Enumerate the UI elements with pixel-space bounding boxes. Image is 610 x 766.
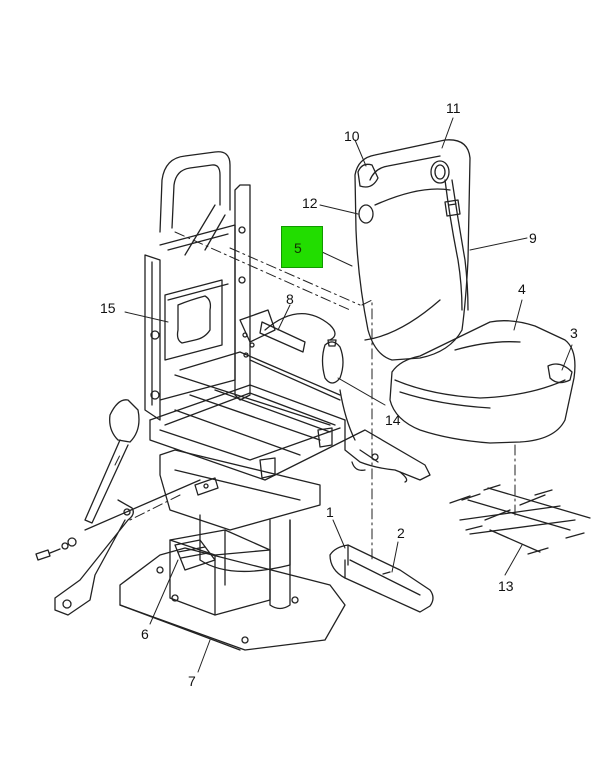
callout-15[interactable]: 15	[100, 300, 116, 316]
slider-rails	[449, 484, 591, 555]
callout-14[interactable]: 14	[385, 412, 401, 428]
seat-frame	[144, 151, 346, 496]
armrest	[329, 544, 434, 613]
pedestal-base	[119, 449, 346, 651]
callout-10[interactable]: 10	[344, 128, 360, 144]
highlighted-part-marker[interactable]: 5	[281, 226, 323, 268]
callout-3[interactable]: 3	[570, 325, 578, 341]
callout-13[interactable]: 13	[498, 578, 514, 594]
side-linkage	[35, 399, 201, 616]
callout-6[interactable]: 6	[141, 626, 149, 642]
reference-lines	[114, 231, 516, 561]
callout-9[interactable]: 9	[529, 230, 537, 246]
callout-7[interactable]: 7	[188, 673, 196, 689]
leader-lines	[124, 117, 573, 673]
callout-4[interactable]: 4	[518, 281, 526, 297]
seat-back-cushion	[354, 139, 471, 361]
callout-11[interactable]: 11	[446, 100, 461, 116]
callout-2[interactable]: 2	[397, 525, 405, 541]
seat-bottom-cushion	[389, 320, 576, 444]
callout-12[interactable]: 12	[302, 195, 318, 211]
callout-8[interactable]: 8	[286, 291, 294, 307]
callout-1[interactable]: 1	[326, 504, 334, 520]
callout-5: 5	[294, 240, 302, 256]
wiring-harness	[339, 389, 431, 483]
